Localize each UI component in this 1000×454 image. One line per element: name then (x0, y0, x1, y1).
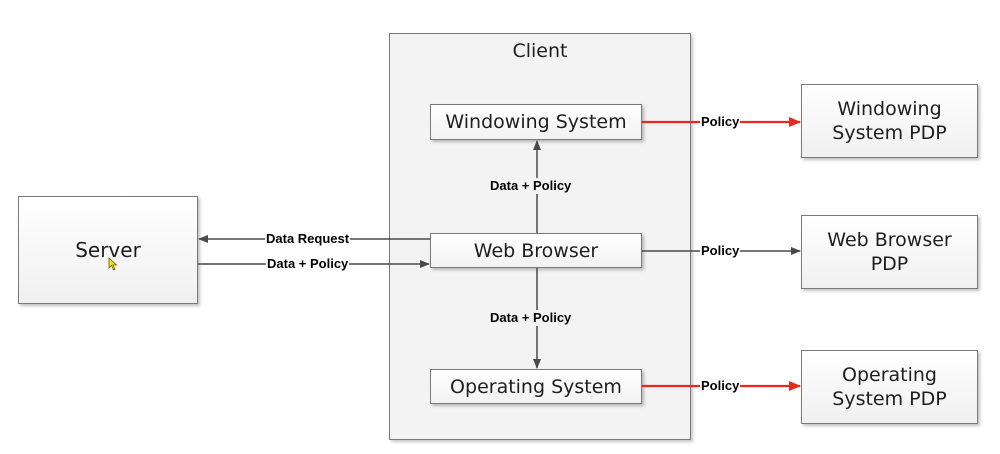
mouse-cursor-icon (108, 257, 118, 271)
server-node: Server (18, 196, 198, 304)
web-browser-pdp-node: Web Browser PDP (801, 215, 978, 289)
operating-system-pdp-label: Operating System PDP (832, 364, 947, 410)
operating-system-pdp-node: Operating System PDP (801, 350, 978, 424)
windowing-system-pdp-node: Windowing System PDP (801, 84, 978, 158)
operating-system-node: Operating System (430, 369, 642, 404)
windowing-system-pdp-label: Windowing System PDP (832, 98, 947, 144)
web-browser-node: Web Browser (430, 233, 642, 268)
web-browser-pdp-label: Web Browser PDP (827, 229, 952, 275)
web-browser-label: Web Browser (473, 239, 599, 262)
windowing-system-label: Windowing System (445, 111, 627, 133)
data-request-label: Data Request (265, 231, 351, 247)
windowing-system-node: Windowing System (430, 104, 642, 140)
browser-to-os-label: Data + Policy (489, 310, 573, 326)
server-label: Server (75, 238, 141, 262)
data-policy-inbound-label: Data + Policy (266, 256, 350, 272)
os-policy-label: Policy (700, 378, 741, 394)
client-title: Client (512, 40, 568, 62)
operating-system-label: Operating System (450, 375, 622, 398)
windowing-policy-label: Policy (700, 114, 741, 130)
browser-to-windowing-label: Data + Policy (489, 178, 573, 194)
browser-policy-label: Policy (700, 243, 741, 259)
